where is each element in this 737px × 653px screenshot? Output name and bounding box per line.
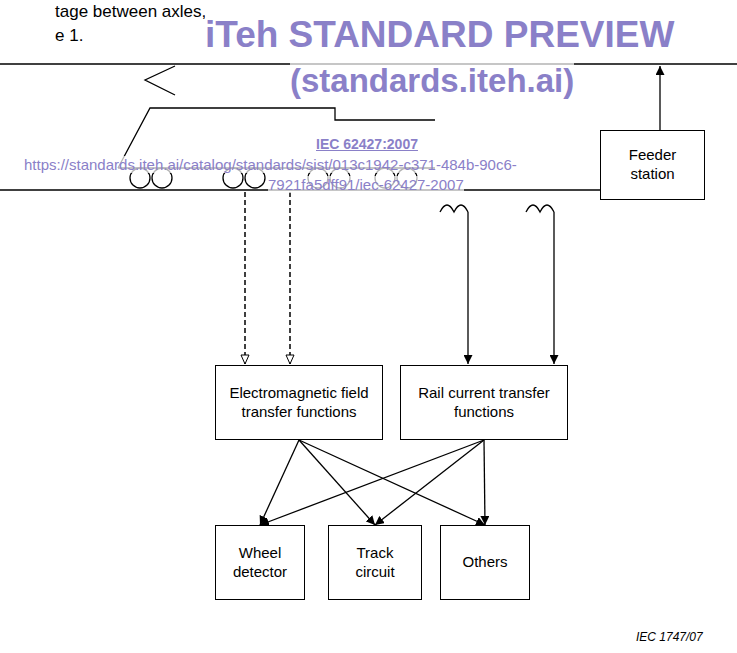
box-label: Rail current transfer functions: [409, 384, 559, 422]
connector-arrow: [299, 440, 375, 525]
field-arrow: [289, 192, 291, 364]
watermark: (standards.iteh.ai): [290, 62, 574, 100]
cut-off-text: tage between axles,: [55, 2, 206, 22]
watermark: iTeh STANDARD PREVIEW: [205, 14, 674, 56]
current-arrow: [553, 212, 554, 364]
field-arrow: [244, 192, 246, 364]
box-label: Track circuit: [337, 544, 413, 582]
connector-arrow: [375, 440, 484, 525]
watermark-link: IEC 62427:2007: [316, 136, 418, 152]
watermark-link: https://standards.iteh.ai/catalog/standa…: [24, 156, 517, 173]
function-box: Electromagnetic field transfer functions: [215, 365, 383, 440]
connector-arrow: [484, 440, 485, 525]
function-box: Track circuit: [328, 525, 422, 600]
connector-arrow: [260, 440, 484, 525]
watermark-link: 7921fa5dff91/iec-62427-2007: [268, 176, 464, 193]
current-arrow: [467, 212, 468, 364]
function-box: Wheel detector: [215, 525, 305, 600]
box-label: Others: [462, 553, 507, 572]
pantograph: [145, 66, 175, 95]
rail-coil: [440, 205, 554, 212]
function-box: Rail current transfer functions: [400, 365, 568, 440]
connector-arrow: [299, 440, 485, 525]
figure-number: IEC 1747/07: [636, 630, 703, 644]
box-label: Feeder station: [609, 146, 696, 184]
box-label: Electromagnetic field transfer functions: [224, 384, 374, 422]
feeder-wire: [659, 66, 660, 130]
feeder-box: Feeder station: [600, 130, 705, 200]
function-box: Others: [440, 525, 530, 600]
cut-off-text: e 1.: [55, 26, 83, 46]
box-label: Wheel detector: [224, 544, 296, 582]
